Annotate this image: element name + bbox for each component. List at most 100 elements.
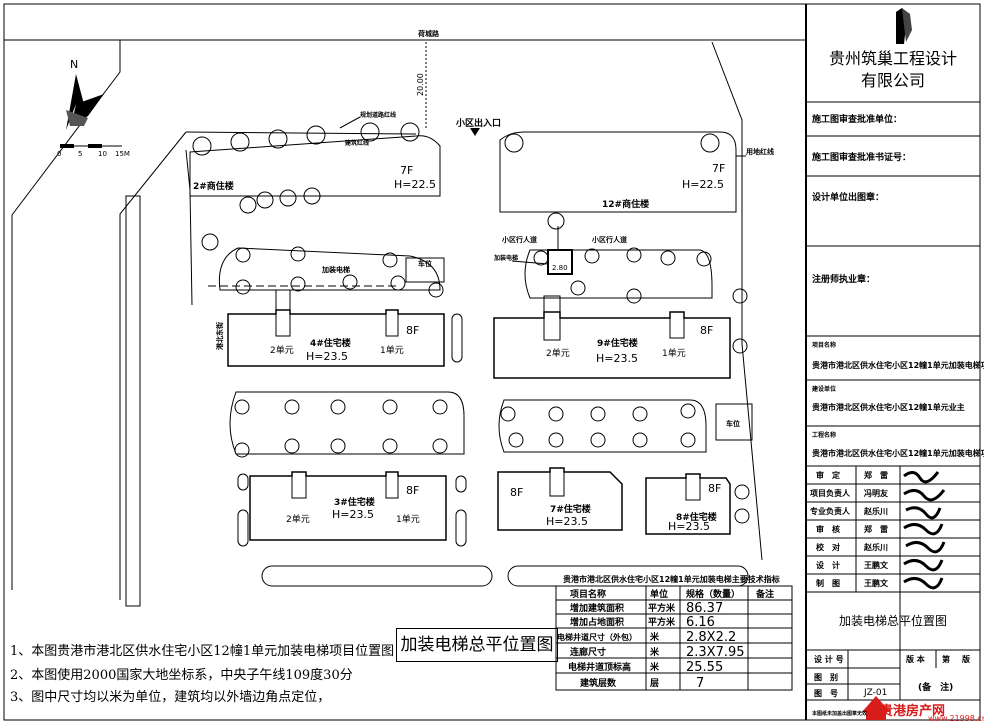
building-9-unit-a: 2单元 [546,347,570,359]
building-2-height: H=22.5 [394,178,436,191]
role-4: 审 核 [816,525,840,534]
road-edge-west-outer [11,40,121,590]
building-8-floors: 8F [708,482,721,495]
green-belt-left [218,247,441,291]
role-6: 设 计 [816,561,840,570]
trees-top-left [192,122,420,251]
role-6-name: 王鹏文 [864,561,888,570]
ped-path-right-label: 小区行人道 [591,235,627,244]
road-width-dim: 20.00 [416,73,425,96]
trees-belt-left [235,246,444,298]
watermark-url: www.21998.cn [928,714,984,723]
role-2-name: 冯明友 [864,489,888,498]
note-1: 1、本图贵港市港北区供水住宅小区12幢1单元加装电梯项目位置图 [10,644,395,659]
client-label: 建设单位 [812,386,837,393]
project-label: 项目名称 [812,342,837,349]
client-name: 贵港市港北区供水住宅小区12幢1单元业主 [812,403,965,412]
project-name: 贵港市港北区供水住宅小区12幢1单元加装电梯项目 [812,361,984,370]
parking-strip-3c [455,475,467,493]
svg-text:平方米: 平方米 [648,602,676,614]
svg-text:层: 层 [650,678,659,689]
svg-text:10: 10 [98,150,107,158]
planned-red-line-leader [339,116,361,129]
role-7: 制 图 [816,579,840,588]
building-12-height: H=22.5 [682,178,724,191]
building-12-name: 12#商住楼 [602,198,649,210]
elevator-tag: 加装电梯 [321,265,350,274]
building-3-unit-b: 1单元 [396,513,420,525]
work-name: 贵港市港北区供水住宅小区12幢1单元加装电梯项目 [812,449,984,458]
building-red-line-label: 建筑红线 [345,139,369,147]
titleblock-grid [806,101,980,701]
role-1: 审 定 [816,471,840,480]
company-name: 贵州筑巢工程设计 有限公司 [808,48,978,92]
building-9-floors: 8F [700,324,713,337]
edition-value: 第 [942,655,950,664]
building-4-stair-b [385,309,399,337]
review-cert: 施工图审查批准书证号： [812,153,912,163]
company-logo-icon [896,8,912,44]
north-arrow-icon: N [66,58,104,130]
building-9-height: H=23.5 [596,352,638,365]
svg-text:建筑层数: 建筑层数 [580,677,617,689]
svg-text:平方米: 平方米 [648,616,676,628]
green-middle-left [229,391,465,455]
company-name-line1: 贵州筑巢工程设计 [828,49,957,68]
edition-label: 版 本 [906,655,925,664]
parking-strip-4 [451,313,463,363]
new-elevator-leader [511,260,549,265]
svg-text:米: 米 [649,631,660,643]
sheet-no-label: 图 号 [814,689,838,698]
building-3-height: H=23.5 [332,508,374,521]
parking-2-label: 车位 [726,419,740,428]
svg-text:86.37: 86.37 [686,601,723,616]
parking-strip-3d [455,509,467,547]
land-red-line-label: 用地红线 [746,147,774,156]
red-line-west [185,149,193,306]
entrance-arrow-icon [470,128,480,136]
drawing-name: 加装电梯总平位置图 [838,614,947,628]
svg-text:规格（数量）: 规格（数量） [686,588,740,600]
west-sidewalk [125,195,141,607]
svg-text:7: 7 [696,676,704,691]
note-3: 3、图中尺寸均以米为单位，建筑均以外墙边角点定位， [10,690,331,705]
road-edge-west-inner [119,131,187,600]
west-street-name: 港北东街 [215,322,224,350]
signatures [903,471,946,590]
role-2: 项目负责人 [810,489,850,498]
building-4-unit-b: 1单元 [380,344,404,356]
building-7-stair [549,467,565,497]
parking-2 [715,403,753,441]
watermark-site: 贵港房产网 [880,704,946,719]
building-7-name: 7#住宅楼 [550,503,591,515]
building-12 [499,131,737,213]
stamp-note: 本图纸未加盖出图章无效 [812,711,868,717]
building-4-unit-a: 2单元 [270,344,294,356]
road-name: 荷城路 [417,29,440,38]
trees-building-8 [734,484,750,524]
company-name-line2: 有限公司 [860,71,925,90]
building-4-name: 4#住宅楼 [310,337,351,349]
building-3-stair-a [291,471,307,499]
building-9-name: 9#住宅楼 [597,337,638,349]
role-1-name: 郑 雷 [864,471,888,480]
role-5-name: 赵乐川 [864,543,888,552]
building-9-stair-a [543,295,561,341]
svg-text:5: 5 [78,150,82,158]
note-2: 2、本图使用2000国家大地坐标系，中央子午线109度30分 [10,668,353,683]
building-4-height: H=23.5 [306,350,348,363]
svg-text:2.8X2.2: 2.8X2.2 [686,630,736,645]
svg-text:米: 米 [649,661,660,673]
parking-1 [405,257,445,283]
scale-bar: 0 5 10 15M [57,144,130,158]
review-unit: 施工图审查批准单位： [812,115,903,125]
green-middle-right [498,399,707,453]
role-3: 专业负责人 [810,507,850,516]
green-belt-right [524,249,713,299]
trees-middle-left [234,399,448,458]
building-9-stair-b [669,311,685,339]
trees-middle-right [500,403,696,448]
sheet-label: 图 别 [814,673,838,682]
